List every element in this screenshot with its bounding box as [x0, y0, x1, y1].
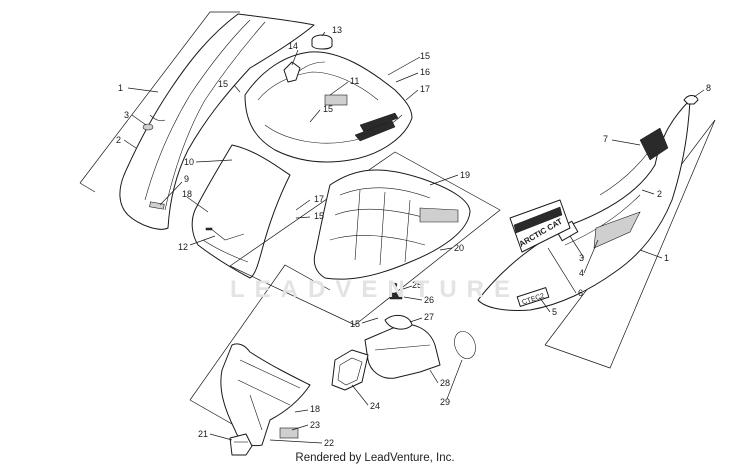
callout-8: 8	[706, 83, 711, 93]
callout-17-mid: 17	[314, 194, 324, 204]
callout-14: 14	[288, 41, 298, 51]
duct-seal	[331, 349, 369, 391]
fairing-vent-right	[354, 120, 396, 142]
bellypan-vent	[419, 207, 459, 223]
intake-duct	[364, 314, 441, 379]
front-hood	[191, 144, 291, 279]
callout-10: 10	[184, 157, 194, 167]
bellypan	[313, 169, 471, 280]
clip-8	[683, 95, 699, 105]
callout-6: 6	[578, 288, 583, 298]
footer-credit: Rendered by LeadVenture, Inc.	[295, 452, 455, 464]
hood-vent	[205, 227, 213, 231]
panel-stripe-dark	[639, 127, 669, 161]
bellypan-frame	[229, 151, 501, 326]
callout-15-d: 15	[314, 211, 324, 221]
callout-2-left: 2	[116, 135, 121, 145]
callout-22: 22	[324, 438, 334, 448]
bracket-14	[283, 61, 301, 83]
gauge-pod	[324, 94, 348, 106]
callout-7: 7	[603, 134, 608, 144]
fuel-cap	[311, 34, 333, 50]
callout-15-e: 15	[350, 319, 360, 329]
right-side-panel	[477, 99, 691, 311]
callouts: 1 3 2 9 18 14 13 15 11 15 15 16 17 10 17…	[116, 25, 711, 448]
callout-15-a: 15	[218, 79, 228, 89]
decal-strip-9	[149, 201, 165, 210]
callout-29: 29	[440, 397, 450, 407]
callout-18-upper: 18	[182, 189, 192, 199]
fairing-vent-left	[359, 112, 399, 133]
left-side-panel	[119, 13, 315, 230]
panel-decal-4	[593, 211, 641, 249]
callout-19: 19	[460, 170, 470, 180]
watermark: LEADVENTURE	[229, 276, 520, 303]
callout-1-right: 1	[664, 253, 669, 263]
callout-28: 28	[440, 378, 450, 388]
callout-16: 16	[420, 67, 430, 77]
callout-21: 21	[198, 429, 208, 439]
callout-17-upper: 17	[420, 84, 430, 94]
callout-3-right: 3	[579, 253, 584, 263]
lower-front-fascia	[220, 343, 311, 447]
callout-9: 9	[184, 174, 189, 184]
callout-12: 12	[178, 242, 188, 252]
emblem-23	[279, 427, 299, 439]
callout-26: 26	[424, 295, 434, 305]
callout-18-lower: 18	[310, 404, 320, 414]
callout-11: 11	[350, 76, 359, 86]
callout-15-b: 15	[323, 104, 333, 114]
callout-2-right: 2	[657, 189, 662, 199]
callout-15-c: 15	[420, 51, 430, 61]
callout-13: 13	[332, 25, 342, 35]
badge-clip	[142, 123, 154, 131]
callout-1-left: 1	[118, 83, 123, 93]
callout-3-left: 3	[124, 110, 129, 120]
hose-clamp	[454, 331, 476, 359]
fastener-26	[389, 282, 403, 300]
callout-24: 24	[370, 401, 380, 411]
callout-23: 23	[310, 420, 320, 430]
callout-5: 5	[552, 307, 557, 317]
bracket-21	[229, 433, 253, 456]
callout-20: 20	[454, 243, 464, 253]
callout-25: 25	[412, 280, 422, 290]
left-side-panel-frame	[79, 11, 240, 193]
callout-27: 27	[424, 312, 434, 322]
leader-lines	[123, 31, 705, 444]
callout-4: 4	[579, 268, 584, 278]
